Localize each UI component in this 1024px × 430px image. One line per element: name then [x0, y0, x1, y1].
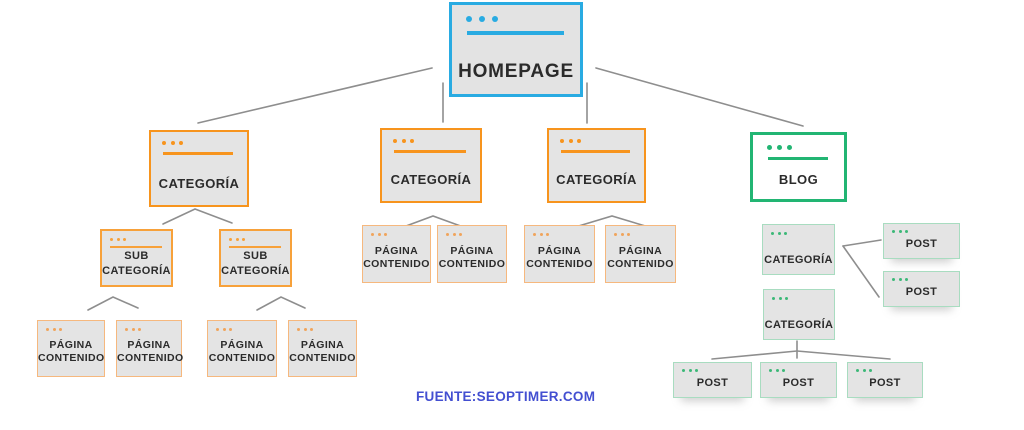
- subcategory-node-2: SUB CATEGORÍA: [219, 229, 292, 287]
- blog-category-node-2: CATEGORÍA: [763, 289, 835, 340]
- window-dots-icon: [560, 139, 581, 143]
- window-titlebar-line: [110, 246, 162, 248]
- window-dots-icon: [682, 369, 698, 372]
- window-dots-icon: [125, 328, 141, 331]
- node-label: HOMEPAGE: [458, 61, 574, 83]
- post-node-5: POST: [847, 362, 923, 398]
- source-caption: FUENTE:SEOPTIMER.COM: [416, 389, 596, 404]
- window-dots-icon: [767, 145, 792, 150]
- content-page-node-2: PÁGINA CONTENIDO: [116, 320, 184, 377]
- post-node-3: POST: [673, 362, 752, 398]
- window-dots-icon: [769, 369, 785, 372]
- window-dots-icon: [856, 369, 872, 372]
- node-label: CATEGORÍA: [764, 318, 834, 331]
- content-page-node-7: PÁGINA CONTENIDO: [524, 225, 595, 283]
- window-dots-icon: [533, 233, 549, 236]
- window-titlebar-line: [163, 152, 233, 155]
- window-titlebar-line: [394, 150, 466, 153]
- window-dots-icon: [446, 233, 462, 236]
- node-label: CATEGORÍA: [764, 253, 833, 266]
- post-node-1: POST: [883, 223, 960, 259]
- window-titlebar-line: [467, 31, 564, 35]
- node-label: CATEGORÍA: [556, 172, 637, 188]
- node-label: POST: [782, 376, 815, 389]
- window-dots-icon: [393, 139, 414, 143]
- node-label: BLOG: [778, 172, 819, 188]
- node-label: POST: [905, 285, 938, 298]
- window-dots-icon: [466, 16, 498, 22]
- node-label: SUB CATEGORÍA: [102, 250, 171, 277]
- window-dots-icon: [162, 141, 183, 145]
- content-page-node-1: PÁGINA CONTENIDO: [37, 320, 105, 377]
- node-label: PÁGINA CONTENIDO: [526, 244, 593, 271]
- subcategory-node-1: SUB CATEGORÍA: [100, 229, 173, 287]
- node-label: PÁGINA CONTENIDO: [289, 338, 356, 365]
- node-label: PÁGINA CONTENIDO: [208, 338, 276, 365]
- content-page-node-6: PÁGINA CONTENIDO: [437, 225, 507, 283]
- post-node-4: POST: [760, 362, 837, 398]
- category-node-1: CATEGORÍA: [149, 130, 249, 207]
- content-page-node-5: PÁGINA CONTENIDO: [362, 225, 431, 283]
- node-label: PÁGINA CONTENIDO: [607, 244, 674, 271]
- window-dots-icon: [297, 328, 313, 331]
- window-titlebar-line: [768, 157, 828, 160]
- node-label: PÁGINA CONTENIDO: [363, 244, 430, 271]
- node-label: CATEGORÍA: [390, 172, 472, 188]
- window-dots-icon: [216, 328, 232, 331]
- node-label: POST: [696, 376, 729, 389]
- node-label: PÁGINA CONTENIDO: [117, 338, 184, 365]
- homepage-node: HOMEPAGE: [449, 2, 583, 97]
- window-titlebar-line: [229, 246, 281, 248]
- blog-node: BLOG: [750, 132, 847, 202]
- window-dots-icon: [46, 328, 62, 331]
- node-label: SUB CATEGORÍA: [221, 250, 290, 277]
- window-dots-icon: [892, 230, 908, 233]
- node-label: PÁGINA CONTENIDO: [38, 338, 105, 365]
- node-label: CATEGORÍA: [158, 176, 240, 192]
- window-dots-icon: [892, 278, 908, 281]
- category-node-2: CATEGORÍA: [380, 128, 482, 203]
- window-dots-icon: [771, 232, 787, 235]
- window-titlebar-line: [561, 150, 630, 153]
- node-label: POST: [905, 237, 938, 250]
- window-dots-icon: [229, 238, 245, 241]
- category-node-3: CATEGORÍA: [547, 128, 646, 203]
- post-node-2: POST: [883, 271, 960, 307]
- window-dots-icon: [772, 297, 788, 300]
- node-label: PÁGINA CONTENIDO: [438, 244, 506, 271]
- window-dots-icon: [614, 233, 630, 236]
- blog-category-node-1: CATEGORÍA: [762, 224, 835, 275]
- window-dots-icon: [371, 233, 387, 236]
- content-page-node-4: PÁGINA CONTENIDO: [288, 320, 357, 377]
- content-page-node-8: PÁGINA CONTENIDO: [605, 225, 676, 283]
- node-label: POST: [869, 376, 901, 389]
- window-dots-icon: [110, 238, 126, 241]
- content-page-node-3: PÁGINA CONTENIDO: [207, 320, 277, 377]
